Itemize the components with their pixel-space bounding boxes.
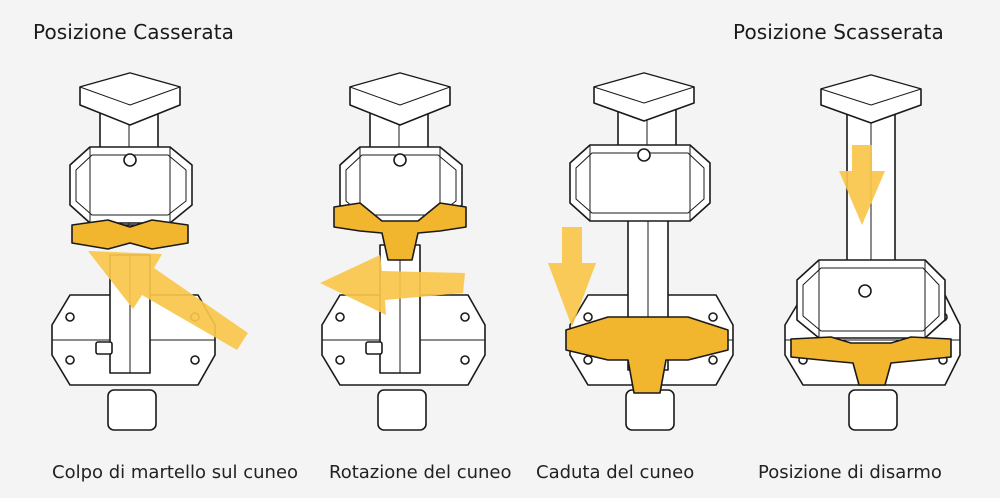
- wedge: [71, 219, 189, 250]
- prop-figure-struck-position: [784, 74, 961, 431]
- heading-open-position: Posizione Scasserata: [733, 20, 944, 44]
- prop-figure-hammer-blow: [51, 72, 248, 431]
- drop-arrow: [839, 145, 885, 225]
- wedge: [790, 336, 952, 386]
- caption-struck-position: Posizione di disarmo: [758, 462, 942, 483]
- drop-arrow: [548, 227, 596, 327]
- caption-wedge-rotation: Rotazione del cuneo: [329, 462, 512, 483]
- wedge: [565, 316, 729, 394]
- prop-figure-wedge-drop: [548, 72, 734, 431]
- hammer-arrow: [88, 251, 248, 350]
- caption-wedge-drop: Caduta del cuneo: [536, 462, 695, 483]
- base-cylinder: [107, 389, 157, 431]
- rotation-arrow: [320, 255, 465, 315]
- wedge: [333, 202, 467, 261]
- heading-closed-position: Posizione Casserata: [33, 20, 235, 44]
- caption-hammer-blow: Colpo di martello sul cuneo: [52, 462, 299, 483]
- prop-figure-wedge-rotation: [320, 72, 486, 431]
